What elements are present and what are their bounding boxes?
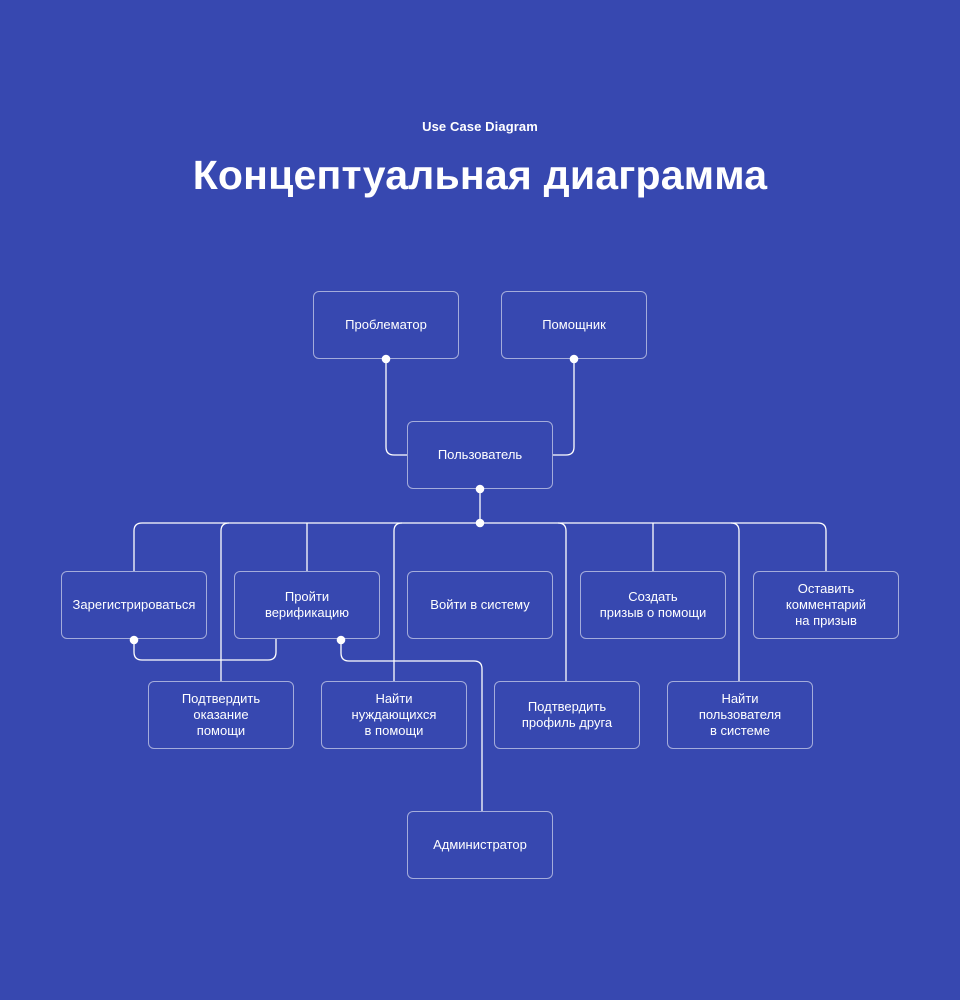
actor-problemator: Проблематор [313,291,459,359]
diagram-title: Концептуальная диаграмма [192,152,768,198]
usecase-comment: Оставить комментарий на призыв [753,571,899,639]
usecase-verify: Пройти верификацию [234,571,380,639]
connector-drop-find-needy [393,522,403,681]
connector-drop-confirm-help [220,522,230,681]
connector-drop-confirm-friend [557,522,567,681]
connector-problemator-user [385,359,407,456]
connector-dot-register [129,635,139,645]
usecase-confirm-help: Подтвердить оказание помощи [148,681,294,749]
connector-register-verify [133,639,277,661]
usecase-register: Зарегистрироваться [61,571,207,639]
connector-dot-helper [569,354,579,364]
connector-dot-hub [475,518,485,528]
actor-helper: Помощник [501,291,647,359]
connector-dot-problemator [381,354,391,364]
usecase-login: Войти в систему [407,571,553,639]
usecase-confirm-friend: Подтвердить профиль друга [494,681,640,749]
connector-verify-admin [340,639,483,811]
usecase-create-call: Создать призыв о помощи [580,571,726,639]
actor-admin: Администратор [407,811,553,879]
actor-user: Пользователь [407,421,553,489]
connector-drop-find-user [730,522,740,681]
connector-helper-user [553,359,575,456]
connector-bus [133,522,827,571]
usecase-find-needy: Найти нуждающихся в помощи [321,681,467,749]
diagram-subtitle: Use Case Diagram [422,119,538,134]
usecase-find-user: Найти пользователя в системе [667,681,813,749]
connector-dot-verify [336,635,346,645]
connector-dot-user [475,484,485,494]
